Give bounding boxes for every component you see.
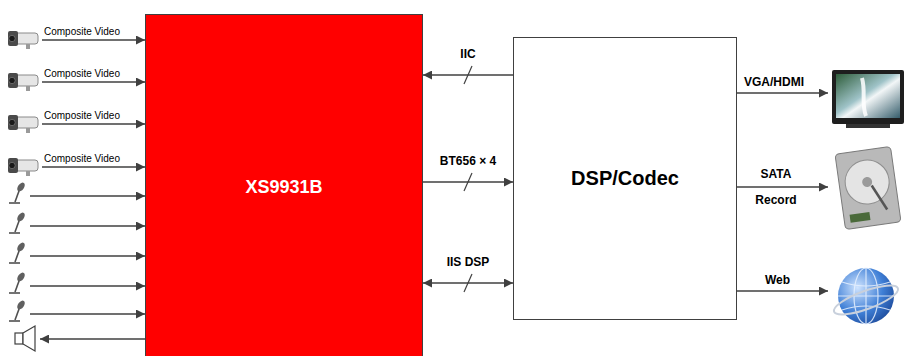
globe-icon [831,268,901,324]
processor-box: DSP/Codec [513,37,737,320]
bus-connector [423,181,513,183]
bus-connector [423,282,513,284]
camera-icon [8,31,38,49]
monitor-icon [832,70,904,128]
speaker-icon [15,326,35,351]
bus-label: BT656 × 4 [440,154,496,168]
signal-label: SATA Record [748,161,804,213]
microphone-icon [9,181,26,203]
signal-label: Composite Video [44,68,120,80]
hard-disk-icon [835,146,901,229]
signal-label: Composite Video [44,153,120,165]
box-title: XS9931B [245,177,322,198]
bus-label: IIS DSP [447,255,490,269]
output-arrows [737,93,828,291]
signal-label: VGA/HDMI [744,75,804,89]
microphone-icon [9,299,26,321]
chip-box: XS9931B [145,14,423,356]
bus-connector [423,74,513,76]
microphone-icon [9,271,26,293]
camera-icon [8,73,38,91]
input-arrows [30,40,145,339]
camera-icon [8,115,38,133]
camera-icon [8,158,38,176]
microphone-icon [9,211,26,233]
microphone-icon [9,241,26,263]
signal-label: Composite Video [44,26,120,38]
bus-label: IIC [460,47,475,61]
signal-label: Composite Video [44,110,120,122]
box-title: DSP/Codec [571,167,679,190]
signal-label: Web [765,273,790,287]
